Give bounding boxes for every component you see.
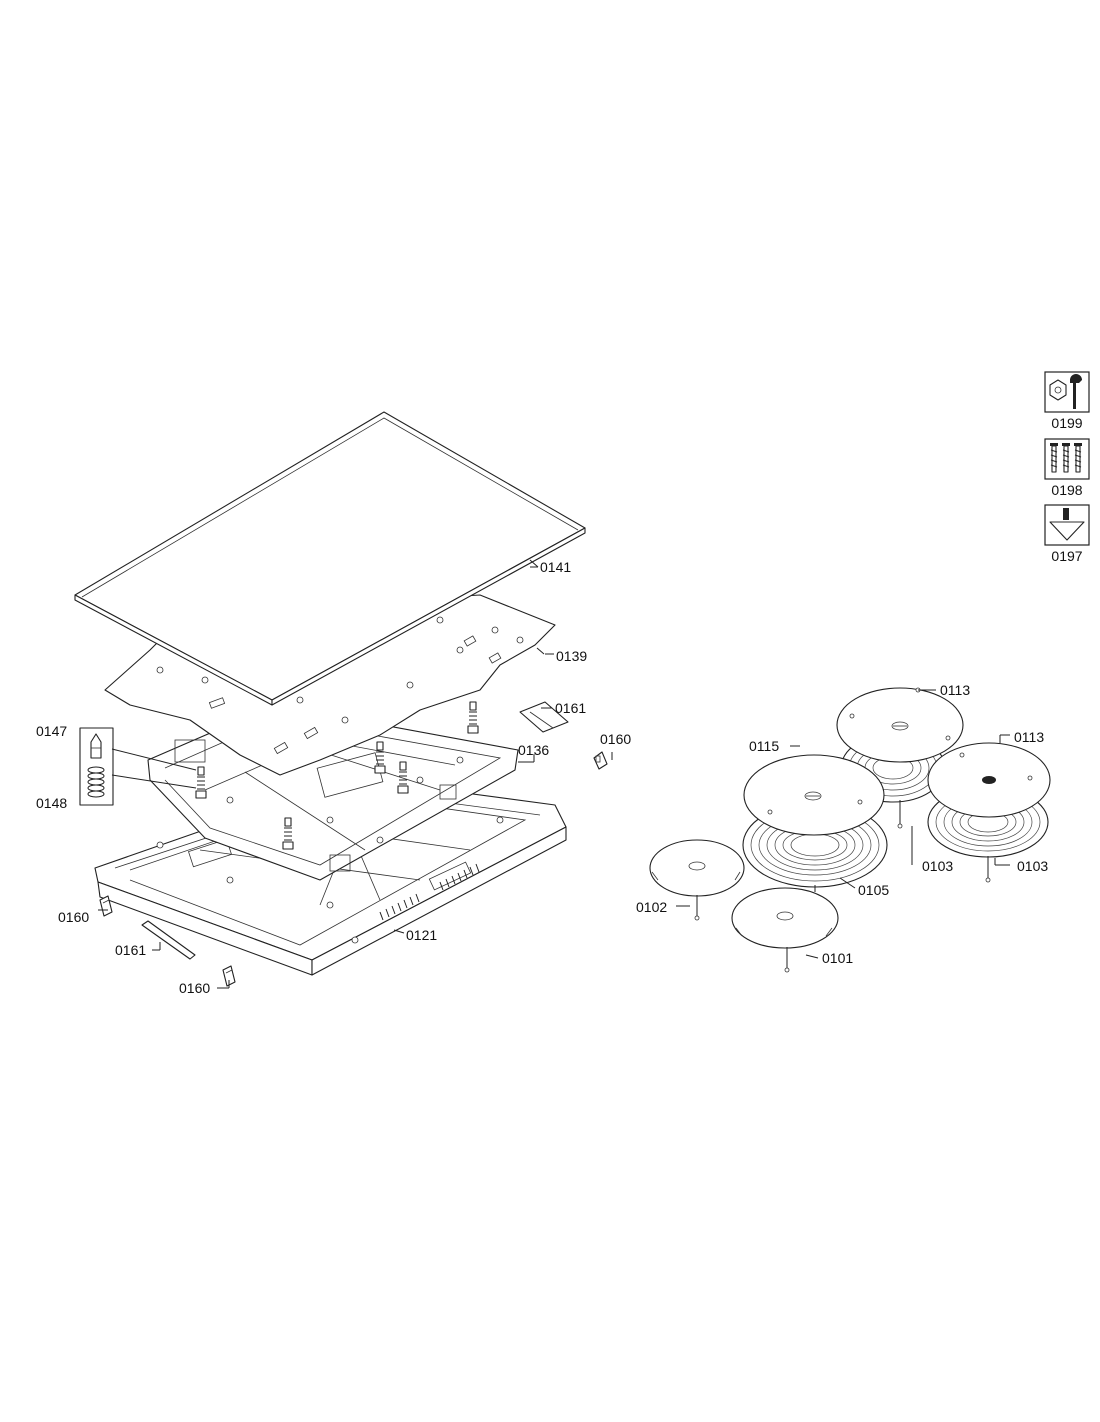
label-0160-left: 0160 — [58, 909, 89, 925]
label-0148: 0148 — [36, 795, 67, 811]
label-0160-right: 0160 — [600, 731, 631, 747]
spring — [87, 766, 105, 798]
accessory-code-0199: 0199 — [1051, 415, 1082, 431]
label-0141: 0141 — [540, 559, 571, 575]
heating-element-front-left — [649, 839, 745, 921]
clip-right — [593, 751, 608, 770]
part-labels: 0141 0139 0161 0160 0147 0136 0148 0160 … — [36, 559, 1048, 996]
label-0121: 0121 — [406, 927, 437, 943]
label-0103-left: 0103 — [922, 858, 953, 874]
label-0147: 0147 — [36, 723, 67, 739]
label-0113-back: 0113 — [940, 682, 970, 698]
heating-element-front-right — [731, 887, 839, 973]
heating-element-right — [927, 742, 1051, 883]
label-0161-upper: 0161 — [555, 700, 586, 716]
glass-ceramic-top — [74, 411, 586, 706]
cap-pin — [90, 733, 102, 759]
trim-strip-right — [519, 701, 569, 733]
label-0139: 0139 — [556, 648, 587, 664]
accessory-code-0197: 0197 — [1051, 548, 1082, 564]
label-0113-right: 0113 — [1014, 729, 1044, 745]
accessory-grease-kit: 0197 — [1044, 504, 1090, 564]
spring-pins — [195, 701, 479, 850]
accessory-screws-kit: 0198 — [1044, 438, 1090, 498]
label-0103-right: 0103 — [1017, 858, 1048, 874]
label-0161-lower: 0161 — [115, 942, 146, 958]
clip-left-upper — [99, 895, 113, 917]
label-0105: 0105 — [858, 882, 889, 898]
trim-strip-left — [141, 920, 196, 960]
label-0101: 0101 — [822, 950, 853, 966]
leader-lines — [98, 559, 1010, 989]
clip-left-lower — [222, 965, 236, 987]
label-0136: 0136 — [518, 742, 549, 758]
accessory-code-0198: 0198 — [1051, 482, 1082, 498]
vent-slots — [379, 863, 480, 921]
screws-icon — [1050, 443, 1082, 473]
label-0115: 0115 — [749, 738, 779, 754]
label-0160-bottom: 0160 — [179, 980, 210, 996]
wrench-nut-icon — [1049, 374, 1082, 409]
label-0102: 0102 — [636, 899, 667, 915]
accessory-wrench-kit: 0199 — [1044, 371, 1090, 431]
grease-icon — [1049, 508, 1085, 541]
heating-element-center — [742, 754, 888, 892]
detail-inset — [79, 727, 197, 806]
